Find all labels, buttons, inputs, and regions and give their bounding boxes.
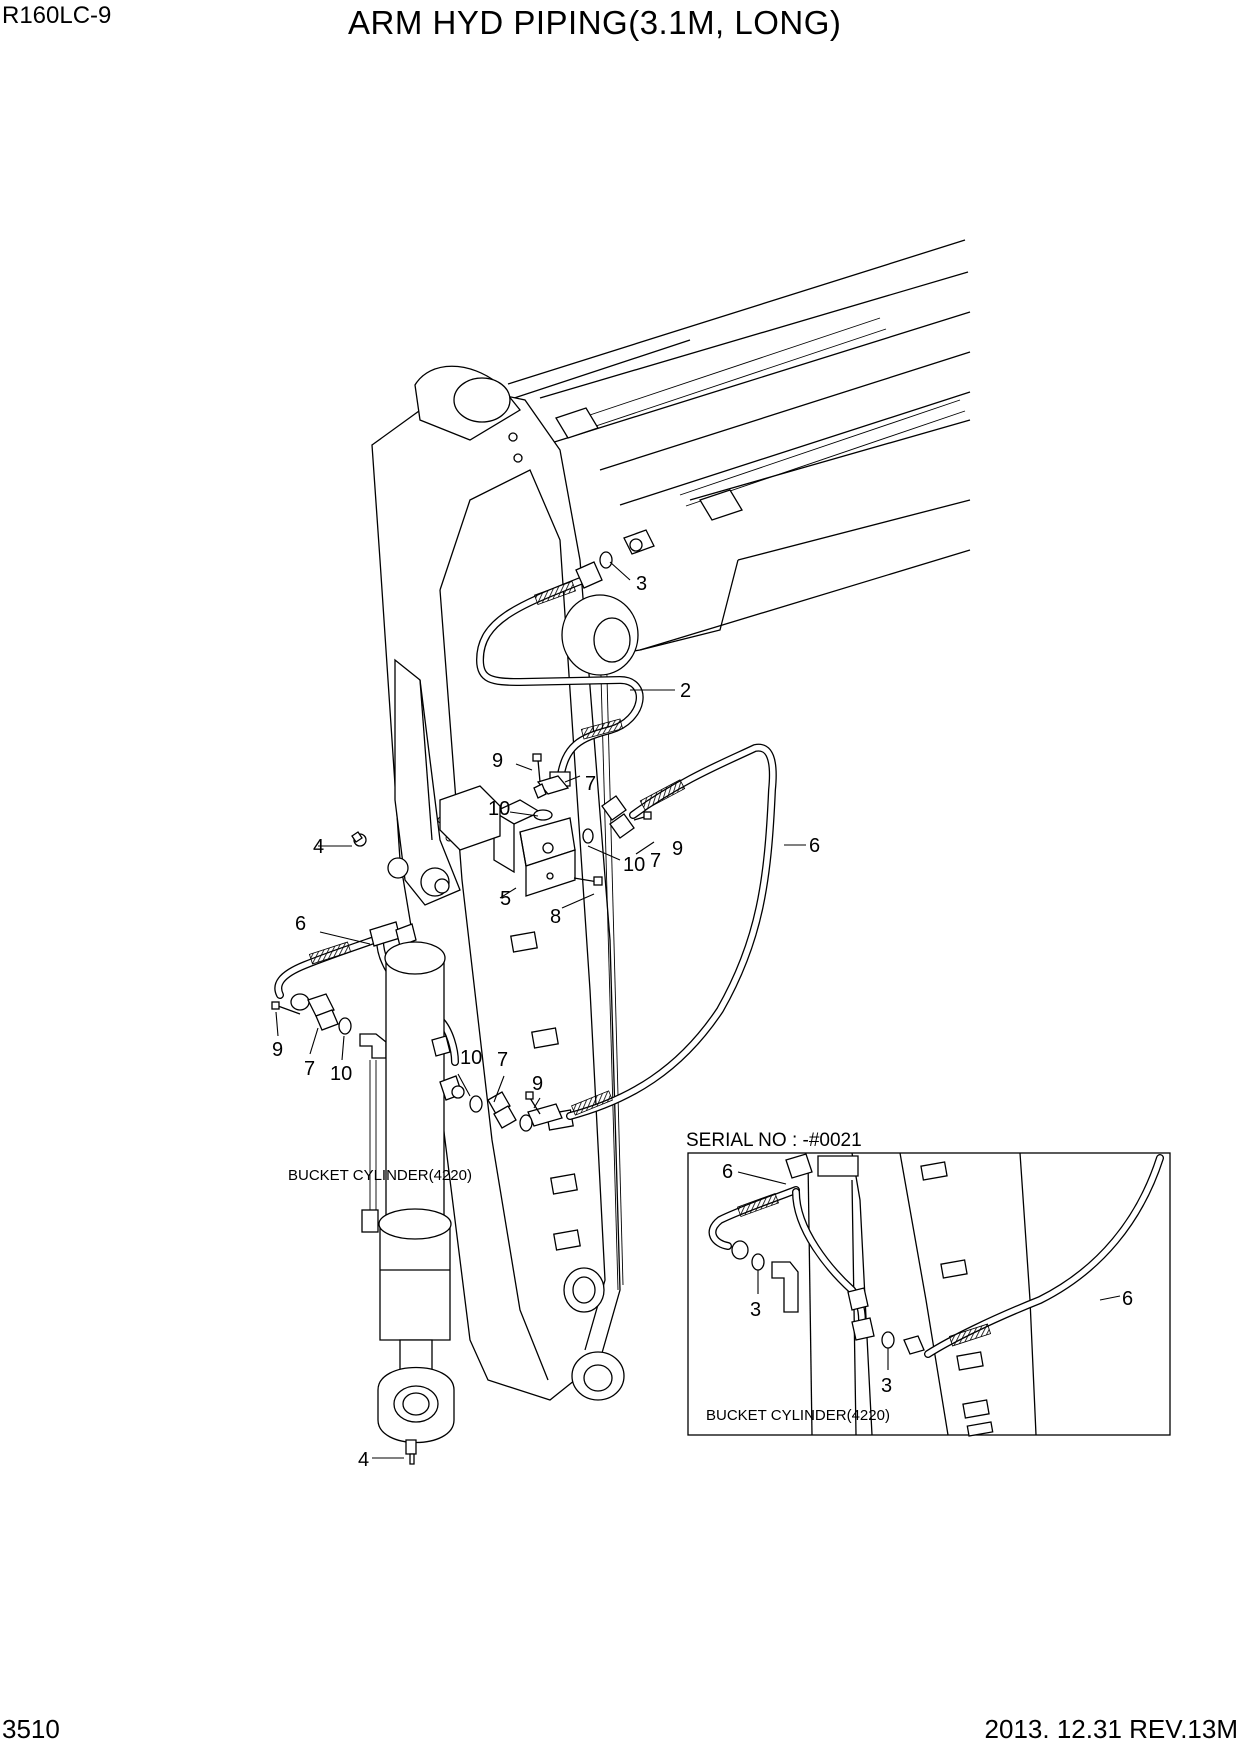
callout-10: 10 bbox=[623, 854, 645, 876]
arm bbox=[371, 365, 639, 1401]
bucket-cylinder bbox=[351, 831, 465, 1465]
leader-lines bbox=[275, 561, 806, 1459]
callout-9: 9 bbox=[272, 1039, 283, 1061]
callout-6: 6 bbox=[295, 913, 306, 935]
callout-7: 7 bbox=[497, 1049, 508, 1071]
callout-4: 4 bbox=[358, 1449, 369, 1471]
callout-10: 10 bbox=[330, 1063, 352, 1085]
callout-9: 9 bbox=[532, 1073, 543, 1095]
callout-7: 7 bbox=[304, 1058, 315, 1080]
revision-date: 2013. 12.31 REV.13M bbox=[984, 1714, 1238, 1744]
hose-6-right bbox=[519, 743, 777, 1132]
callout-10: 10 bbox=[488, 798, 510, 820]
callout-2: 2 bbox=[680, 680, 691, 702]
inset-callout-3: 3 bbox=[750, 1299, 761, 1321]
callouts: 3 2 9 7 10 5 8 10 7 9 6 4 6 9 7 10 10 7 … bbox=[272, 573, 820, 1471]
inset-title: SERIAL NO : -#0021 bbox=[686, 1130, 862, 1151]
callout-8: 8 bbox=[550, 906, 561, 928]
inset-callout-6: 6 bbox=[1122, 1288, 1133, 1310]
callout-9: 9 bbox=[492, 750, 503, 772]
callout-4: 4 bbox=[313, 836, 324, 858]
callout-3: 3 bbox=[636, 573, 647, 595]
pipe-2 bbox=[476, 551, 644, 787]
bucket-cylinder-label: BUCKET CYLINDER(4220) bbox=[288, 1167, 472, 1184]
center-fittings bbox=[469, 1091, 541, 1129]
model-number: R160LC-9 bbox=[2, 2, 112, 29]
boom bbox=[371, 239, 971, 661]
callout-7: 7 bbox=[585, 773, 596, 795]
inset-callout-6: 6 bbox=[722, 1161, 733, 1183]
inset-serial-0021: SERIAL NO : -#0021 bbox=[686, 1130, 1171, 1437]
callout-7: 7 bbox=[650, 850, 661, 872]
callout-10: 10 bbox=[460, 1047, 482, 1069]
page-number: 3510 bbox=[2, 1714, 60, 1744]
callout-6: 6 bbox=[809, 835, 820, 857]
inset-callout-3: 3 bbox=[881, 1375, 892, 1397]
block-5 bbox=[439, 753, 652, 897]
inset-bucket-cylinder-label: BUCKET CYLINDER(4220) bbox=[706, 1407, 890, 1424]
diagram-title: ARM HYD PIPING(3.1M, LONG) bbox=[348, 4, 842, 41]
callout-9: 9 bbox=[672, 838, 683, 860]
callout-5: 5 bbox=[500, 888, 511, 910]
